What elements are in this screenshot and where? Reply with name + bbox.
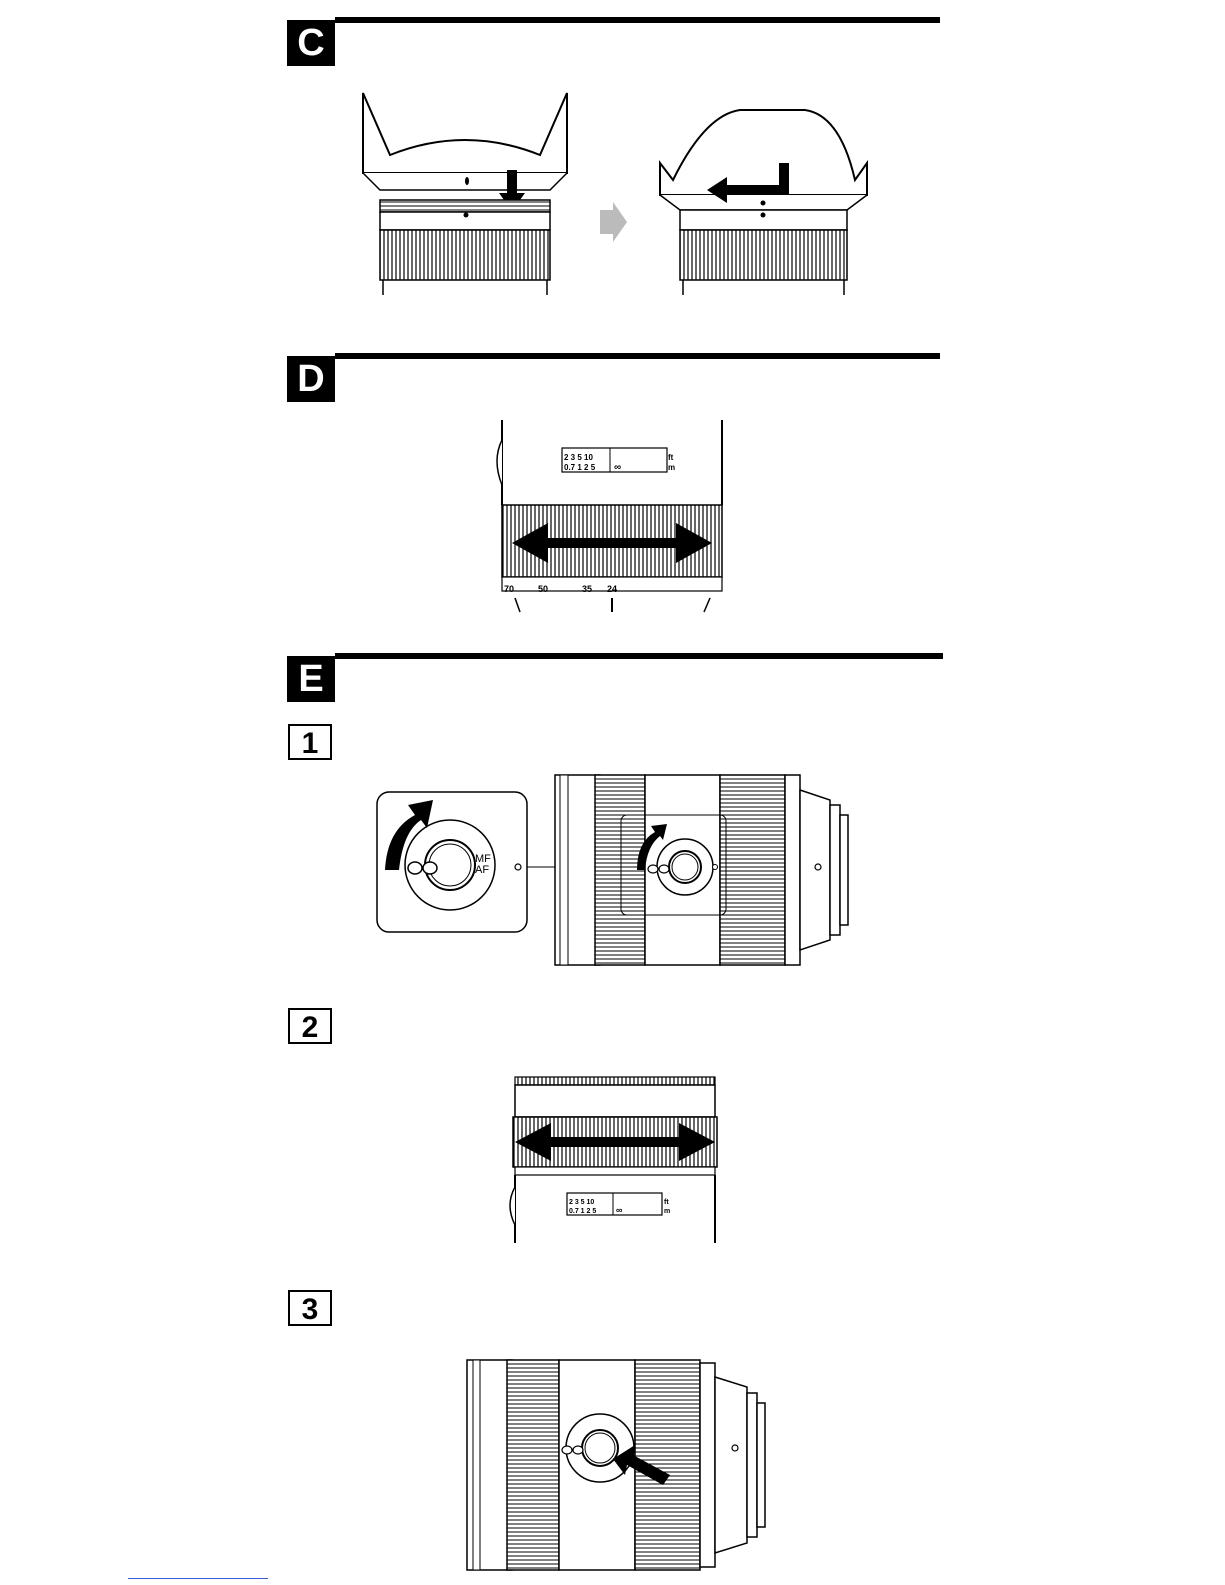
section-c-badge: C <box>287 20 335 66</box>
focal-70: 70 <box>504 584 514 594</box>
lens-side-view <box>555 775 848 965</box>
scale-ft-values: 2 3 5 10 <box>564 453 593 462</box>
focus-mode-switch-illustration: MF AF <box>375 770 860 970</box>
focus-ring-illustration: 2 3 5 10 0.7 1 2 5 ∞ ft m <box>505 1075 725 1245</box>
scale-unit-m: m <box>668 463 675 472</box>
focal-length-scale: 70 50 35 24 <box>502 577 722 612</box>
section-d-rule <box>335 353 940 359</box>
section-e-rule <box>335 653 943 659</box>
scale-m-values: 0.7 1 2 5 <box>569 1208 596 1215</box>
step-1-label: 1 <box>288 724 332 760</box>
lens-barrel-lower: 2 3 5 10 0.7 1 2 5 ∞ ft m <box>510 1167 715 1243</box>
lens-barrel-left <box>380 200 550 295</box>
scale-infinity: ∞ <box>616 1205 623 1215</box>
lens-barrel <box>497 420 722 505</box>
lens-hood-left <box>363 93 567 190</box>
focus-hold-button-illustration <box>465 1355 775 1575</box>
zoom-ring-illustration: 2 3 5 10 0.7 1 2 5 ∞ ft m 70 50 35 24 <box>490 420 740 620</box>
lens-front <box>515 1077 715 1117</box>
af-label: AF <box>475 864 489 876</box>
scale-unit-m: m <box>664 1208 670 1215</box>
step-2-label: 2 <box>288 1008 332 1044</box>
scale-ft-values: 2 3 5 10 <box>569 1199 594 1206</box>
section-c-rule <box>335 17 940 23</box>
hood-attach-illustration <box>355 85 875 300</box>
focal-24: 24 <box>607 584 617 594</box>
scale-m-values: 0.7 1 2 5 <box>564 463 596 472</box>
focal-35: 35 <box>582 584 592 594</box>
next-step-arrow-icon <box>600 202 627 242</box>
section-e-badge: E <box>287 656 335 702</box>
step-3-label: 3 <box>288 1290 332 1326</box>
scale-unit-ft: ft <box>664 1199 669 1206</box>
footer-link-underline <box>128 1578 268 1579</box>
scale-infinity: ∞ <box>614 462 621 473</box>
section-d-badge: D <box>287 356 335 402</box>
lens-barrel-right <box>680 210 847 295</box>
scale-unit-ft: ft <box>668 453 674 462</box>
focal-50: 50 <box>538 584 548 594</box>
